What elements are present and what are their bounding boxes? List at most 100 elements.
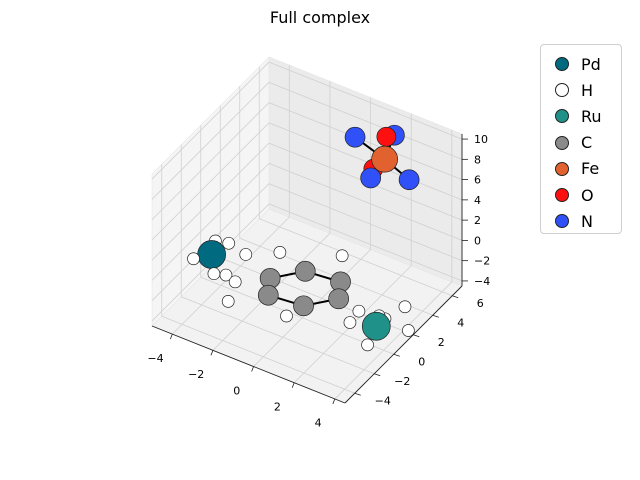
legend-label: Fe (581, 159, 600, 179)
z-tick-label: 8 (474, 153, 481, 166)
legend-item-c: C (541, 130, 621, 156)
atom-h (352, 304, 366, 318)
x-tick-mark (332, 398, 336, 405)
atom-ru (361, 311, 391, 341)
atom-fe (371, 145, 398, 173)
gridline-y-floor (200, 276, 394, 355)
y-tick-mark (452, 295, 459, 299)
y-tick-mark (374, 373, 381, 377)
legend-marker-o (555, 188, 569, 203)
z-tick-label: 0 (474, 234, 481, 247)
atom-n (360, 167, 382, 189)
atom-h (222, 236, 236, 250)
atom-n (344, 126, 366, 148)
gridline-z-back (268, 81, 463, 160)
gridline-z-left (151, 163, 270, 281)
atom-h (239, 248, 253, 261)
y-tick-mark (393, 353, 400, 357)
legend-marker-n (555, 214, 569, 229)
y-axis-line (344, 285, 463, 404)
chart-title: Full complex (269, 8, 371, 27)
gridline-z-left (151, 61, 270, 180)
atom-h (335, 249, 349, 263)
atom-c (294, 260, 316, 282)
atom-h (402, 324, 415, 337)
x-tick-mark (251, 366, 254, 372)
atom-n (398, 169, 420, 191)
legend-marker-fe (555, 161, 569, 176)
y-tick-label: −4 (375, 394, 391, 407)
legend-marker-pd (555, 57, 569, 72)
x-axis-line (151, 325, 346, 404)
x-tick-label: −2 (188, 368, 204, 381)
y-tick-label: 6 (477, 297, 484, 310)
z-tick-label: 2 (474, 214, 481, 227)
gridline-z-back (268, 163, 463, 241)
gridline-z-left (151, 142, 270, 261)
gridline-y-floor (161, 315, 355, 394)
atom-h (273, 246, 287, 259)
atom-h (280, 309, 293, 323)
z-tick-label: −2 (474, 255, 490, 268)
x-tick-label: 4 (315, 417, 322, 430)
gridline-z-back (268, 61, 463, 140)
gridline-z-back (268, 102, 463, 180)
x-tick-mark (291, 382, 295, 388)
atom-h (228, 275, 242, 289)
y-tick-mark (413, 334, 420, 338)
legend-item-pd: Pd (541, 51, 621, 77)
legend-label: N (581, 211, 593, 231)
atom-c (293, 295, 314, 317)
y-tick-label: 2 (438, 336, 445, 349)
legend-label: Ru (581, 106, 602, 126)
legend-marker-c (555, 135, 569, 150)
gridline-x-floor (334, 281, 453, 400)
legend-item-o: O (541, 182, 621, 208)
gridline-z-left (151, 82, 270, 200)
x-tick-label: 2 (274, 401, 281, 414)
y-tick-mark (354, 392, 361, 396)
z-tick-label: 10 (474, 133, 488, 146)
y-tick-label: −2 (394, 375, 410, 388)
z-tick-label: −4 (474, 275, 490, 288)
x-tick-label: 0 (233, 384, 240, 397)
atom-c (257, 284, 279, 306)
atom-pd (197, 240, 226, 269)
legend-marker-h (555, 83, 569, 98)
atom-h (398, 300, 412, 314)
legend-item-fe: Fe (541, 156, 621, 182)
gridline-y-floor (181, 296, 375, 375)
atom-o (376, 126, 397, 147)
legend-item-h: H (541, 77, 621, 103)
atom-h (361, 338, 374, 352)
gridline-z-back (268, 122, 463, 201)
x-tick-mark (169, 333, 173, 340)
legend-label: Pd (581, 54, 601, 74)
legend-item-ru: Ru (541, 103, 621, 129)
y-tick-label: 0 (418, 355, 425, 368)
y-tick-mark (432, 314, 439, 318)
legend-label: H (581, 80, 594, 100)
atom-c (328, 288, 350, 310)
gridline-z-back (268, 183, 463, 262)
legend-marker-ru (555, 109, 569, 124)
gridline-y-floor (259, 218, 453, 297)
z-tick-label: 6 (474, 174, 481, 187)
x-tick-mark (210, 350, 214, 356)
gridline-z-left (151, 122, 270, 241)
legend-item-n: N (541, 208, 621, 234)
legend-label: C (581, 133, 593, 153)
gridline-z-back (268, 203, 463, 282)
legend-label: O (581, 185, 594, 205)
atom-h (343, 316, 357, 329)
y-tick-label: 4 (457, 316, 464, 329)
atom-h (221, 295, 235, 308)
atom-h (207, 267, 221, 281)
gridline-z-left (151, 102, 270, 220)
x-tick-label: −4 (147, 352, 163, 365)
z-tick-label: 4 (474, 194, 481, 207)
atom-h (187, 252, 200, 266)
